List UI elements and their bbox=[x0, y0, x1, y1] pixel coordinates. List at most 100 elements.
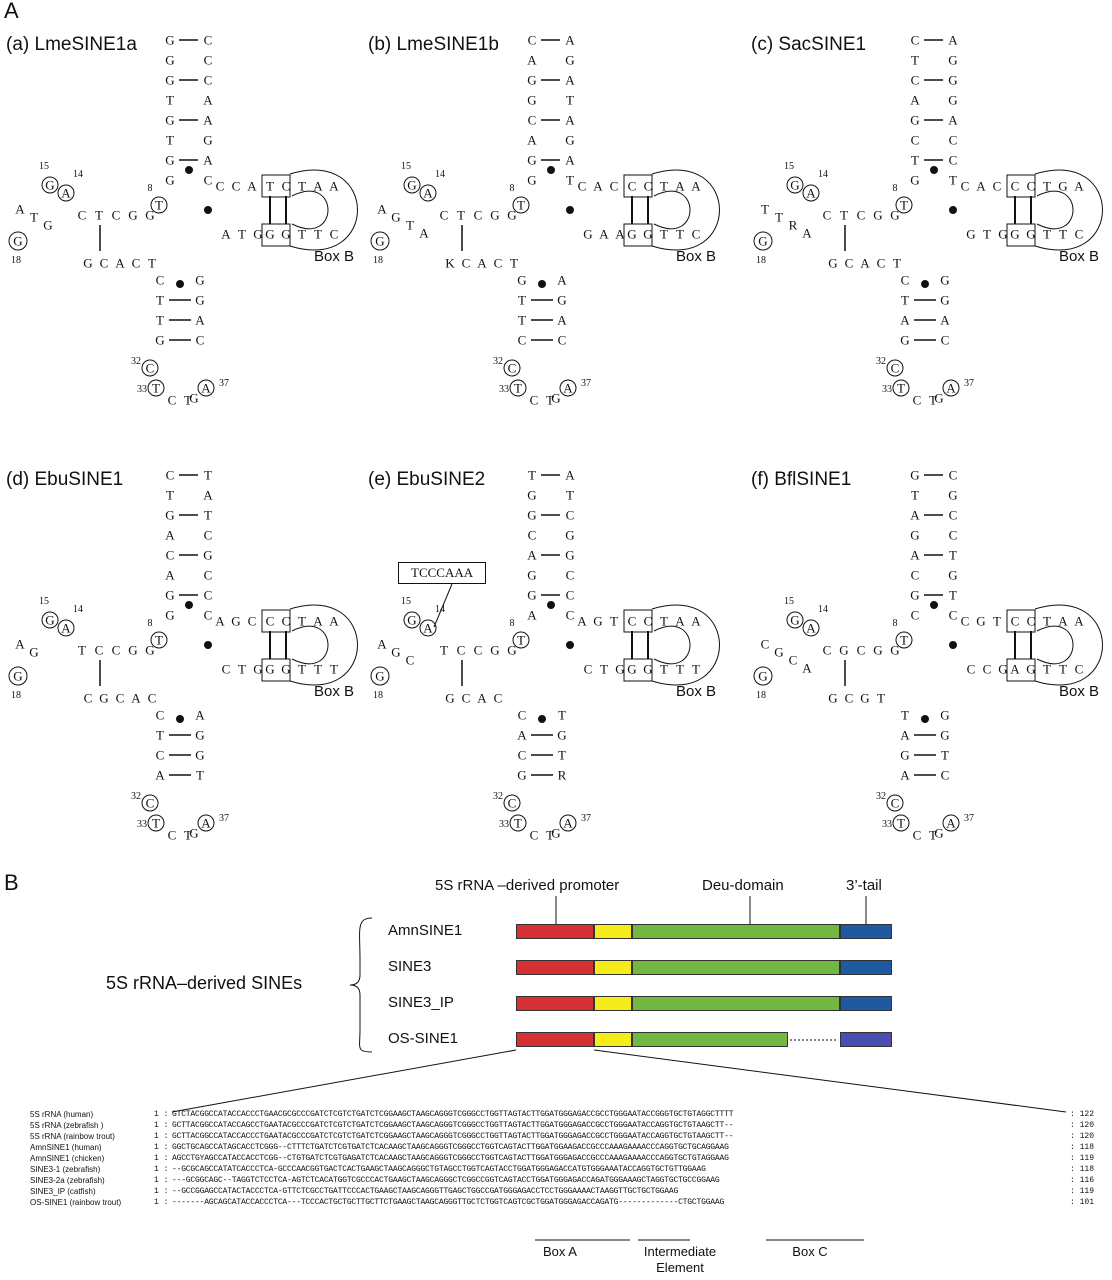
box-b-outline-bottom bbox=[623, 223, 653, 247]
stem-nucleotide: G bbox=[165, 112, 175, 128]
alignment-length: : 120 bbox=[1070, 1132, 1095, 1141]
d-arm-nucleotide: G bbox=[839, 642, 849, 658]
t-arm-nucleotide: G bbox=[583, 226, 593, 242]
anticodon-loop-nucleotide: A bbox=[946, 815, 956, 831]
d-arm-nucleotide: A bbox=[860, 255, 870, 271]
box-b-outline-top bbox=[623, 174, 653, 198]
t-arm-nucleotide: C bbox=[221, 661, 231, 677]
box-b-label: Box B bbox=[314, 683, 355, 700]
anticodon-stem-nucleotide: G bbox=[940, 272, 950, 288]
gu-pair-dot bbox=[921, 715, 929, 723]
alignment-start: 1 : bbox=[154, 1187, 169, 1196]
position-number: 33 bbox=[499, 819, 509, 830]
stem-nucleotide: C bbox=[910, 607, 920, 623]
d-arm-nucleotide: C bbox=[473, 207, 483, 223]
position-number: 32 bbox=[493, 356, 503, 367]
position-37-circle bbox=[197, 814, 215, 832]
stem-nucleotide: G bbox=[527, 587, 537, 603]
d-loop-nucleotide: T bbox=[30, 209, 38, 225]
anticodon-stem-nucleotide: G bbox=[557, 727, 567, 743]
anticodon-loop-nucleotide: A bbox=[201, 380, 211, 396]
stem-nucleotide: A bbox=[527, 547, 537, 563]
anticodon-stem-nucleotide: T bbox=[156, 292, 164, 308]
sequence-alignment: 5S rRNA (human)1 :GTCTACGGCCATACCACCCTGA… bbox=[0, 1110, 1112, 1210]
d-loop-nucleotide: A bbox=[15, 201, 25, 217]
position-number: 8 bbox=[509, 618, 515, 629]
anticodon-stem-nucleotide: C bbox=[517, 707, 527, 723]
stem-nucleotide: C bbox=[527, 32, 537, 48]
alignment-seq-name: AmnSINE1 (human) bbox=[30, 1143, 102, 1152]
box-b-nucleotide: T bbox=[1043, 661, 1051, 677]
alignment-sequence: --GCCGGAGCCATACTACCCTCA-GTTCTCGCCTGATTCC… bbox=[172, 1187, 679, 1196]
box-b-label: Box B bbox=[676, 683, 717, 700]
box-b-nucleotide: T bbox=[1059, 661, 1067, 677]
box-b-nucleotide: T bbox=[298, 661, 306, 677]
stem-nucleotide: A bbox=[203, 112, 213, 128]
anticodon-loop-nucleotide: A bbox=[946, 380, 956, 396]
d-arm-nucleotide: G bbox=[128, 642, 138, 658]
stem-nucleotide: C bbox=[948, 152, 958, 168]
stem-nucleotide: G bbox=[165, 587, 175, 603]
d-arm-nucleotide: T bbox=[900, 197, 908, 213]
structure-title: (c) SacSINE1 bbox=[751, 34, 867, 55]
d-arm-nucleotide: G bbox=[99, 690, 109, 706]
anticodon-stem-nucleotide: A bbox=[900, 312, 910, 328]
t-arm-nucleotide: G bbox=[976, 613, 986, 629]
anticodon-stem-nucleotide: G bbox=[195, 292, 205, 308]
d-arm-nucleotide: C bbox=[83, 690, 93, 706]
stem-nucleotide: A bbox=[527, 132, 537, 148]
box-b-nucleotide: T bbox=[314, 661, 322, 677]
stem-nucleotide: G bbox=[948, 487, 958, 503]
d-loop-nucleotide: G bbox=[375, 668, 385, 684]
d-loop-nucleotide: C bbox=[405, 652, 415, 668]
box-b-nucleotide: A bbox=[675, 613, 685, 629]
d-loop-nucleotide: G bbox=[774, 644, 784, 660]
position-number: 15 bbox=[784, 161, 794, 172]
alignment-start: 1 : bbox=[154, 1165, 169, 1174]
position-37-circle bbox=[559, 814, 577, 832]
structure-title: (d) EbuSINE1 bbox=[6, 469, 124, 490]
alignment-seq-name: OS-SINE1 (rainbow trout) bbox=[30, 1198, 122, 1207]
stem-nucleotide: C bbox=[203, 587, 213, 603]
d-arm-nucleotide: G bbox=[873, 642, 883, 658]
position-number: 18 bbox=[373, 690, 383, 701]
anticodon-stem-nucleotide: G bbox=[195, 272, 205, 288]
box-b-nucleotide: T bbox=[660, 661, 668, 677]
track-segment bbox=[594, 924, 632, 939]
anticodon-stem-nucleotide: C bbox=[517, 747, 527, 763]
box-b-nucleotide: T bbox=[660, 178, 668, 194]
d-arm-nucleotide: A bbox=[131, 690, 141, 706]
position-15-circle bbox=[403, 176, 421, 194]
stem-nucleotide: A bbox=[203, 152, 213, 168]
stem-nucleotide: T bbox=[911, 152, 919, 168]
d-loop-nucleotide: A bbox=[423, 620, 433, 636]
stem-nucleotide: G bbox=[527, 172, 537, 188]
anticodon-loop-nucleotide: A bbox=[201, 815, 211, 831]
position-8-circle bbox=[895, 196, 913, 214]
position-14-circle bbox=[419, 184, 437, 202]
gu-pair-dot bbox=[547, 166, 555, 174]
t-loop-outline bbox=[289, 169, 358, 251]
box-b-nucleotide: G bbox=[627, 226, 637, 242]
t-arm-nucleotide: A bbox=[599, 226, 609, 242]
d-arm-nucleotide: G bbox=[128, 207, 138, 223]
gu-pair-dot bbox=[547, 601, 555, 609]
gu-pair-dot bbox=[566, 206, 574, 214]
d-arm-nucleotide: C bbox=[111, 207, 121, 223]
box-b-outline-bottom bbox=[1006, 658, 1036, 682]
position-32-circle bbox=[886, 794, 904, 812]
alignment-sequence: AGCCTGYAGCCATACCACCTCGG--CTGTGATCTCGTGAG… bbox=[172, 1154, 729, 1163]
alignment-sequence: ---GCGGCAGC--TAGGTCTCCTCA-AGTCTCACATGGTC… bbox=[172, 1176, 720, 1185]
stem-nucleotide: A bbox=[527, 52, 537, 68]
box-b-nucleotide: C bbox=[627, 613, 637, 629]
anticodon-stem-nucleotide: G bbox=[900, 332, 910, 348]
d-arm-nucleotide: G bbox=[507, 642, 517, 658]
position-number: 37 bbox=[219, 378, 229, 389]
box-b-nucleotide: T bbox=[330, 661, 338, 677]
stem-nucleotide: T bbox=[566, 92, 574, 108]
stem-nucleotide: G bbox=[527, 567, 537, 583]
alignment-length: : 119 bbox=[1070, 1187, 1095, 1196]
anticodon-loop-nucleotide: G bbox=[934, 390, 944, 406]
position-33-circle bbox=[509, 814, 527, 832]
box-b-nucleotide: T bbox=[1043, 226, 1051, 242]
